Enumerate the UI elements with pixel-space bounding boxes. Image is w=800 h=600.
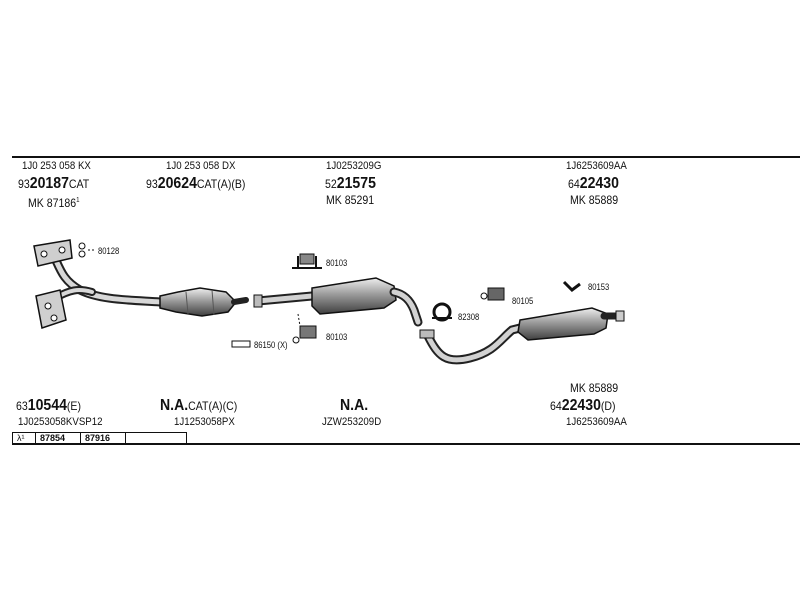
rear-pipe [419, 321, 533, 365]
kit-number: MK 85889 [570, 381, 619, 395]
gasket-80128-icon [78, 242, 94, 258]
product-code: N.A.CAT(A)(C) [160, 397, 238, 414]
product-code: 9320187CAT [18, 175, 90, 192]
bottom-border-line [12, 443, 800, 445]
hanger-80103-top-icon [292, 253, 322, 269]
hanger-80153-icon [562, 280, 581, 292]
product-code: 9320624CAT(A)(B) [146, 175, 246, 192]
intermediate-pipe [253, 291, 317, 308]
hanger-80103-bottom-icon [292, 313, 317, 344]
rear-muffler [517, 307, 625, 341]
hanger-80105-icon [480, 287, 505, 301]
part-number: 1J0 253 058 KX [22, 160, 91, 172]
kit-number: MK 871861 [28, 196, 80, 210]
manifold-flange-top [33, 239, 73, 267]
lambda-symbol: λ¹ [12, 432, 36, 444]
product-code: 6310544(E) [16, 397, 81, 414]
lambda-empty-cell [125, 432, 187, 444]
part-number: 1J0253209G [326, 160, 382, 172]
part-number: 1J1253058PX [174, 416, 235, 428]
top-border-line [12, 156, 800, 158]
kit-number: MK 85889 [570, 193, 619, 207]
clamp-82308-icon [432, 302, 452, 322]
manifold-flange-bottom [35, 289, 67, 329]
lambda-sensor-table: λ¹ 87854 87916 [12, 432, 187, 444]
part-number: JZW253209D [322, 416, 382, 428]
label-80105: 80105 [512, 296, 534, 306]
product-code: N.A. [340, 397, 369, 414]
label-86150: 86150 (X) [254, 340, 288, 350]
part-number: 1J6253609AA [566, 416, 627, 428]
lambda-value-2: 87916 [80, 432, 126, 444]
center-muffler [311, 277, 423, 327]
lambda-value-1: 87854 [35, 432, 81, 444]
label-82308: 82308 [458, 312, 480, 322]
label-80103-bottom: 80103 [326, 332, 348, 342]
label-80128: 80128 [98, 246, 120, 256]
label-80103-top: 80103 [326, 258, 348, 268]
part-number: 1J0 253 058 DX [166, 160, 236, 172]
part-number: 1J6253609AA [566, 160, 627, 172]
label-80153: 80153 [588, 282, 610, 292]
product-code: 5221575 [325, 175, 376, 192]
part-number: 1J0253058KVSP12 [18, 416, 103, 428]
kit-number: MK 85291 [326, 193, 375, 207]
product-code: 6422430 [568, 175, 619, 192]
product-code: 6422430(D) [550, 397, 616, 414]
catalytic-converter [159, 287, 249, 317]
clamp-86150-icon [231, 340, 251, 348]
